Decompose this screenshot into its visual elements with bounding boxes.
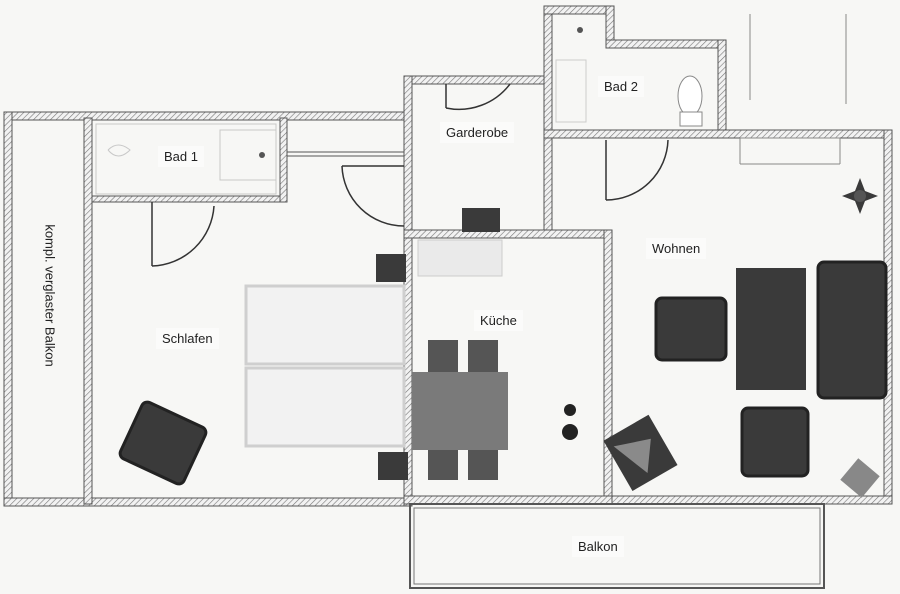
wall-balcony-inner <box>83 117 93 505</box>
kitchen-counter <box>417 239 503 277</box>
sofa <box>816 260 888 400</box>
wall-garderobe-top <box>403 75 551 85</box>
dining-chairs <box>428 340 498 480</box>
room-label-bad1: Bad 1 <box>158 146 204 167</box>
wall-kueche-right <box>603 229 613 505</box>
room-label-kueche: Küche <box>474 310 523 331</box>
coffee-table <box>736 268 806 390</box>
wall-bad2-left <box>543 5 553 135</box>
wall-kueche-top <box>403 229 611 239</box>
wall-kueche-bottom <box>403 495 613 505</box>
room-label-verglaster-balkon: kompl. verglaster Balkon <box>42 224 58 367</box>
wall-left-outer <box>3 111 13 507</box>
walls <box>3 5 893 507</box>
wall-bad1-bottom <box>91 195 285 203</box>
wall-wohnen-top <box>543 129 893 139</box>
stove-burner-1 <box>564 404 576 416</box>
wohnen-armchair-corner <box>603 414 678 491</box>
room-label-balkon: Balkon <box>572 536 624 557</box>
wall-wohnen-bottom <box>603 495 893 505</box>
wall-bad1-right <box>279 117 288 203</box>
nightstand-top <box>376 254 406 282</box>
wohnen-armchair-left <box>654 296 728 362</box>
bad2-fixtures <box>555 27 703 127</box>
schlafen-armchair <box>118 400 208 486</box>
nightstand-bottom <box>378 452 408 480</box>
wall-bad2-top2 <box>605 39 725 49</box>
dining-table <box>412 372 508 450</box>
wall-bad2-right <box>717 39 727 135</box>
room-label-garderobe: Garderobe <box>440 122 515 143</box>
room-label-bad2: Bad 2 <box>598 76 644 97</box>
plant-icon <box>842 178 878 214</box>
wohnen-armchair-bottom <box>740 406 810 478</box>
bad1-fixtures <box>95 123 277 195</box>
wall-bottom-left <box>3 497 409 507</box>
room-label-schlafen: Schlafen <box>156 328 219 349</box>
wall-top-left <box>3 111 409 121</box>
side-table <box>840 458 880 498</box>
garderobe-cabinet <box>462 208 500 232</box>
balcony-outline <box>409 503 825 589</box>
doors <box>151 83 669 267</box>
bed <box>244 284 406 448</box>
stove-burner-2 <box>562 424 578 440</box>
wall-bad2-top <box>543 5 615 15</box>
window-lines <box>739 14 847 165</box>
bad1-drain <box>259 152 265 158</box>
room-label-wohnen: Wohnen <box>646 238 707 259</box>
